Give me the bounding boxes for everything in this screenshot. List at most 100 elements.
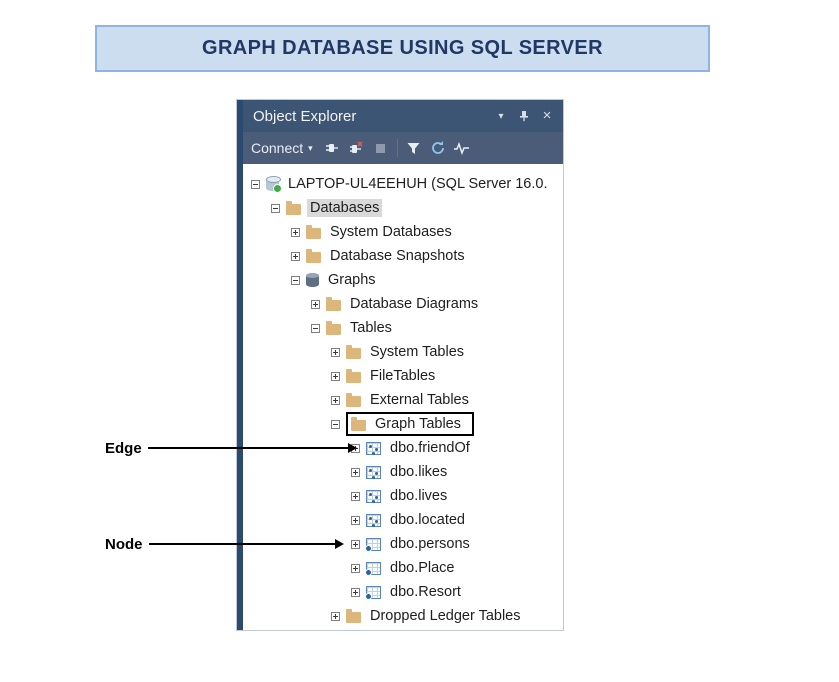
tree-expander-icon[interactable] [291,227,300,237]
tree-expander-icon[interactable] [331,395,340,405]
tree-row-content: dbo.likes [366,463,450,481]
tree-item-label: dbo.persons [390,536,470,552]
tree-item-label: LAPTOP-UL4EEHUH (SQL Server 16.0. [288,176,548,192]
disconnect-icon[interactable] [347,138,367,158]
tree-expander-icon[interactable] [351,587,360,597]
tree-row-content: dbo.lives [366,487,450,505]
tree-expander-icon[interactable] [251,179,260,189]
tree-expander-icon[interactable] [351,467,360,477]
toolbar-separator [396,139,398,157]
connect-icon[interactable] [323,138,343,158]
tree-row[interactable]: dbo.lives [243,484,563,508]
node-annotation: Node [105,535,344,553]
tree-item-label: Tables [350,320,392,336]
tree-row[interactable]: System Tables [243,340,563,364]
chevron-down-icon: ▾ [308,142,313,153]
tree-row[interactable]: dbo.Resort [243,580,563,604]
tree-expander-icon[interactable] [351,515,360,525]
tree-row[interactable]: Dropped Ledger Tables [243,604,563,628]
pin-icon[interactable] [516,108,532,124]
node-arrowhead-icon [334,539,344,549]
tree-item-icon [326,297,341,311]
tree-row-content: Graph Tables [346,412,474,436]
tree-item-label: Dropped Ledger Tables [370,608,521,624]
tree-row[interactable]: External Tables [243,388,563,412]
tree-row-content: External Tables [346,391,472,409]
tree-row-content: dbo.Place [365,559,458,577]
tree-row[interactable]: dbo.Place [243,556,563,580]
tree-item-icon [306,249,321,263]
tree-row[interactable]: Graphs [243,268,563,292]
tree-expander-icon[interactable] [331,371,340,381]
tree-row-content: dbo.Resort [365,583,464,601]
tree-item-icon [346,393,361,407]
tree-row[interactable]: System Databases [243,220,563,244]
tree-row[interactable]: LAPTOP-UL4EEHUH (SQL Server 16.0. [243,172,563,196]
tree-row[interactable]: Database Snapshots [243,244,563,268]
tree-row-content: System Tables [346,343,467,361]
tree-row[interactable]: Databases [243,196,563,220]
tree-expander-icon[interactable] [331,419,340,429]
tree-row[interactable]: Graph Tables [243,412,563,436]
tree-item-icon [365,537,381,552]
tree-expander-icon[interactable] [291,275,300,285]
tree-row[interactable]: dbo.likes [243,460,563,484]
tree-row-content: Dropped Ledger Tables [346,607,523,625]
tree-item-icon [351,417,366,431]
tree-row[interactable]: dbo.located [243,508,563,532]
tree-row-content: dbo.located [366,511,468,529]
tree-expander-icon[interactable] [271,203,280,213]
tree-item-icon [266,176,282,193]
tree-row-content: Databases [286,199,383,217]
stop-icon[interactable] [371,138,391,158]
edge-annotation-label: Edge [105,439,142,457]
edge-arrow-line [147,447,348,449]
tree-row-content: LAPTOP-UL4EEHUH (SQL Server 16.0. [266,175,551,193]
tree-row-content: dbo.persons [365,535,473,553]
tree-row[interactable]: FileTables [243,364,563,388]
tree-expander-icon[interactable] [351,563,360,573]
tree-expander-icon[interactable] [311,299,320,309]
tree-item-label: dbo.lives [390,488,448,504]
close-icon[interactable]: × [542,107,552,124]
tree-row[interactable]: Tables [243,316,563,340]
tree-expander-icon[interactable] [291,251,300,261]
object-explorer-header: Object Explorer ▾ × [243,100,563,132]
tree-item-icon [366,489,381,503]
node-annotation-label: Node [105,535,143,553]
tree-item-icon [365,561,381,576]
tree-expander-icon[interactable] [351,539,360,549]
refresh-icon[interactable] [428,138,448,158]
tree-expander-icon[interactable] [331,611,340,621]
tree-item-icon [306,272,319,287]
tree-item-label: Database Diagrams [350,296,479,312]
title-banner: GRAPH DATABASE USING SQL SERVER [95,25,710,72]
panel-title: Object Explorer [253,107,357,125]
tree-row[interactable]: Database Diagrams [243,292,563,316]
object-explorer-toolbar: Connect ▾ [243,132,563,164]
edge-annotation: Edge [105,439,357,457]
tree-expander-icon[interactable] [351,491,360,501]
tree-row-content: Database Diagrams [326,295,481,313]
activity-monitor-icon[interactable] [452,138,472,158]
connect-label: Connect [251,140,304,156]
tree-expander-icon[interactable] [331,347,340,357]
tree-expander-icon[interactable] [311,323,320,333]
page-title: GRAPH DATABASE USING SQL SERVER [202,37,603,59]
tree-item-icon [346,609,361,623]
tree-item-icon [346,369,361,383]
tree-item-label: dbo.likes [390,464,448,480]
tree-item-icon [326,321,341,335]
tree-row-content: dbo.friendOf [366,439,473,457]
object-explorer-tree: LAPTOP-UL4EEHUH (SQL Server 16.0. Databa… [243,164,563,630]
tree-item-label: dbo.Place [390,560,455,576]
tree-row-content: Database Snapshots [306,247,468,265]
chevron-down-icon[interactable]: ▾ [498,110,504,122]
tree-row[interactable]: dbo.persons [243,532,563,556]
tree-item-label: System Tables [370,344,465,360]
tree-item-icon [366,465,381,479]
connect-button[interactable]: Connect ▾ [251,140,313,156]
filter-icon[interactable] [404,138,424,158]
node-arrow-line [148,543,335,545]
